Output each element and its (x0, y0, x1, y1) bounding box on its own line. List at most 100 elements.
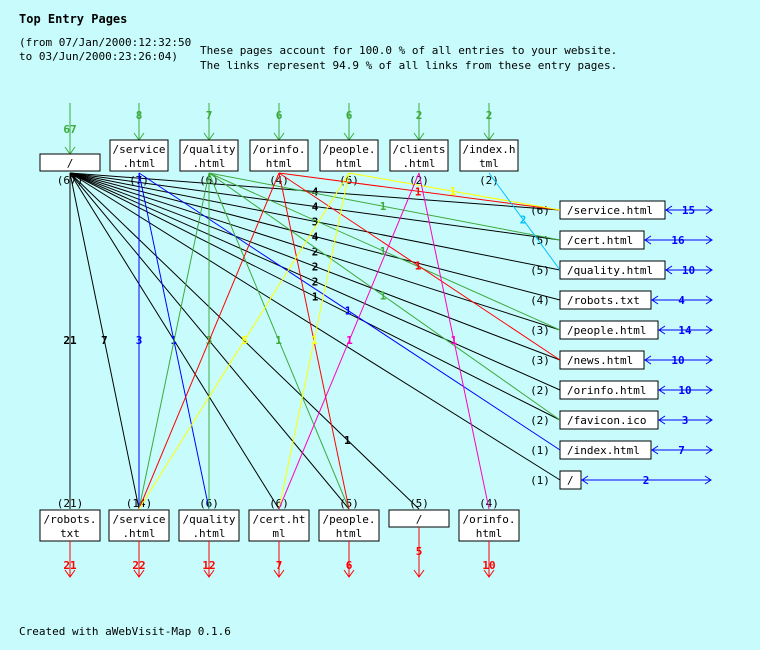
arrow-head-icon (483, 569, 495, 578)
page-label: /cert.html (567, 234, 633, 247)
page-label: /index.html (567, 444, 640, 457)
link-count: 2 (520, 213, 527, 226)
arrow-head-icon (133, 569, 145, 578)
link-count: 3 (136, 334, 143, 347)
arrow-head-icon (705, 265, 713, 275)
exit-page-label: .html (192, 527, 225, 540)
entry-count: 7 (206, 109, 213, 122)
exit-page-label: /service (113, 513, 166, 526)
link-line (69, 172, 561, 481)
entry-page-box (459, 139, 519, 172)
loop-count: 14 (678, 324, 692, 337)
link-line (208, 172, 350, 510)
link-count: 1 (344, 434, 351, 447)
link-count: 2 (312, 261, 319, 274)
arrow-head-icon (581, 475, 589, 485)
entry-page-label: /orinfo. (253, 143, 306, 156)
link-line (208, 172, 561, 421)
link-line (69, 172, 561, 211)
arrow-head-icon (665, 205, 673, 215)
period-from: (from 07/Jan/2000:12:32:50 (19, 36, 192, 49)
arrow-head-icon (644, 235, 652, 245)
page-link-count: (4) (530, 294, 550, 307)
entry-count: 2 (486, 109, 493, 122)
exit-link-count: (5) (409, 497, 429, 510)
arrow-head-icon (273, 569, 285, 578)
entry-page-label: .html (402, 157, 435, 170)
exit-page-label: html (476, 527, 503, 540)
exit-page-label: txt (60, 527, 80, 540)
entry-count: 6 (276, 109, 283, 122)
link-count: 1 (345, 305, 352, 318)
link-line (69, 172, 561, 391)
entry-page-label: tml (479, 157, 499, 170)
exit-page-label: /people. (323, 513, 376, 526)
exit-page-label: .html (122, 527, 155, 540)
link-line (138, 172, 280, 510)
exit-page-label: /quality (183, 513, 236, 526)
link-line (488, 172, 561, 271)
link-line (208, 172, 561, 241)
exit-count: 21 (63, 559, 77, 572)
exit-count: 12 (202, 559, 215, 572)
link-line (278, 172, 350, 510)
entry-page-label: /quality (183, 143, 236, 156)
arrow-head-icon (705, 355, 713, 365)
entry-count: 8 (136, 109, 143, 122)
arrow-head-icon (665, 265, 673, 275)
entry-page-box (249, 139, 309, 172)
page-label: /people.html (567, 324, 646, 337)
link-line (69, 172, 140, 510)
entry-page-label: /index.h (463, 143, 516, 156)
entry-link-count: (2) (479, 174, 499, 187)
page-label: /orinfo.html (567, 384, 646, 397)
link-count: 1 (415, 185, 422, 198)
link-count: 1 (450, 334, 457, 347)
exit-page-label: /robots. (44, 513, 97, 526)
page-label: /news.html (567, 354, 633, 367)
link-line (69, 172, 561, 241)
page-label: / (567, 474, 574, 487)
arrow-head-icon (705, 205, 713, 215)
exit-count: 6 (346, 559, 353, 572)
entry-page-label: / (67, 157, 74, 170)
link-line (69, 172, 561, 271)
link-count: 1 (380, 289, 387, 302)
page-link-count: (3) (530, 354, 550, 367)
link-count: 5 (241, 334, 248, 347)
arrow-head-icon (651, 445, 659, 455)
arrow-head-icon (705, 235, 713, 245)
exit-page-label: /orinfo. (463, 513, 516, 526)
link-line (69, 172, 561, 361)
link-count: 1 (380, 245, 387, 258)
entry-count: 2 (416, 109, 423, 122)
entry-page-box (389, 139, 449, 172)
link-line (69, 172, 561, 421)
link-count: 1 (450, 185, 457, 198)
page-link-count: (1) (530, 444, 550, 457)
entry-page-label: /clients (393, 143, 446, 156)
arrow-head-icon (658, 415, 666, 425)
loop-count: 16 (671, 234, 685, 247)
page-link-count: (3) (530, 324, 550, 337)
arrow-head-icon (705, 325, 713, 335)
loop-count: 2 (643, 474, 650, 487)
summary-links: The links represent 94.9 % of all links … (200, 59, 618, 72)
link-line (69, 172, 561, 301)
entry-page-label: /service (113, 143, 166, 156)
entry-page-label: html (336, 157, 363, 170)
page-link-count: (1) (530, 474, 550, 487)
link-line (208, 172, 561, 331)
arrow-head-icon (705, 445, 713, 455)
page-link-count: (2) (530, 414, 550, 427)
arrow-head-icon (413, 569, 425, 578)
link-line (278, 172, 420, 510)
exit-count: 5 (416, 545, 423, 558)
arrow-head-icon (644, 355, 652, 365)
page-label: /favicon.ico (567, 414, 646, 427)
entry-link-count: (6) (339, 174, 359, 187)
exit-link-count: (5) (339, 497, 359, 510)
exit-count: 10 (482, 559, 495, 572)
exit-count: 22 (132, 559, 145, 572)
link-line (278, 172, 561, 211)
